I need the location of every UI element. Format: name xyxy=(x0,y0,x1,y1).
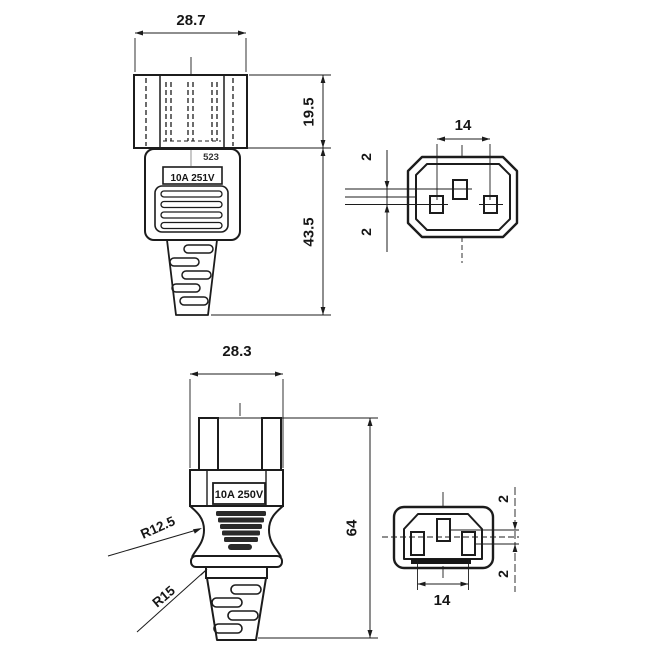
dim-offset-upper-top: 2 xyxy=(358,153,374,161)
recess-bottom-bar xyxy=(411,559,471,564)
plug-body-outline xyxy=(189,469,284,507)
dim-width-top-plug: 28.7 xyxy=(176,12,205,29)
dim-pin-spacing-bottom: 14 xyxy=(434,592,451,609)
plug-body-outline xyxy=(144,148,241,241)
bottom-plug-side-view xyxy=(189,403,284,641)
dim-height-bottom-plug: 64 xyxy=(344,519,361,536)
face-recess-outline xyxy=(403,513,483,560)
top-face-view xyxy=(345,136,519,263)
left-slot xyxy=(410,531,425,556)
radius-flare-label: R15 xyxy=(149,583,178,611)
rating-label-box xyxy=(162,166,223,185)
dim-pin-spacing-top: 14 xyxy=(455,117,472,134)
strain-relief-outline xyxy=(206,577,267,641)
dim-lower-height: 43.5 xyxy=(301,217,318,246)
arrowheads xyxy=(384,136,490,213)
bottom-plug-dimensions xyxy=(107,371,378,639)
rating-label-box xyxy=(212,482,266,505)
top-plug-side-view xyxy=(133,57,248,316)
hidden-pin-lines xyxy=(145,78,234,146)
mold-mark: 523 xyxy=(203,152,219,163)
radius-waist-leader xyxy=(107,528,201,557)
drawing-text-labels: 28.7 19.5 43.5 523 10A 251V 14 2 2 28.3 … xyxy=(138,12,511,610)
rating-top-plug: 10A 251V xyxy=(170,173,214,184)
dim-offset-lower-top: 2 xyxy=(358,228,374,236)
vent-slots xyxy=(160,190,223,230)
rating-bottom-plug: 10A 250V xyxy=(215,489,264,501)
left-blade-pin xyxy=(198,417,219,471)
bottom-face-view xyxy=(382,487,519,592)
waist-grip-ridges xyxy=(216,511,266,550)
strain-relief-ribs xyxy=(169,244,214,306)
arrowheads xyxy=(190,371,373,638)
earth-pin xyxy=(452,179,468,200)
strain-relief-ribs xyxy=(211,584,262,634)
right-blade-pin xyxy=(261,417,282,471)
dim-upper-height: 19.5 xyxy=(301,97,318,126)
arrowheads xyxy=(135,30,326,315)
face-outer-outline xyxy=(392,505,495,570)
vent-grille xyxy=(154,185,229,233)
waist-left-curve xyxy=(189,505,206,558)
flare-rim xyxy=(190,555,283,568)
waist-right-curve xyxy=(267,505,284,558)
radius-flare-leader xyxy=(136,569,207,633)
face-inner-outline xyxy=(415,163,511,231)
face-outer-outline xyxy=(406,155,519,239)
arrowheads xyxy=(417,522,518,587)
dim-width-bottom-plug: 28.3 xyxy=(222,343,251,360)
plug-housing-outline xyxy=(133,74,248,149)
earth-slot xyxy=(436,518,451,542)
dim-offset-lower-bottom: 2 xyxy=(495,570,511,578)
top-plug-dimensions xyxy=(134,30,331,316)
flare-step xyxy=(205,567,268,579)
dim-offset-upper-bottom: 2 xyxy=(495,495,511,503)
right-slot xyxy=(461,531,476,556)
